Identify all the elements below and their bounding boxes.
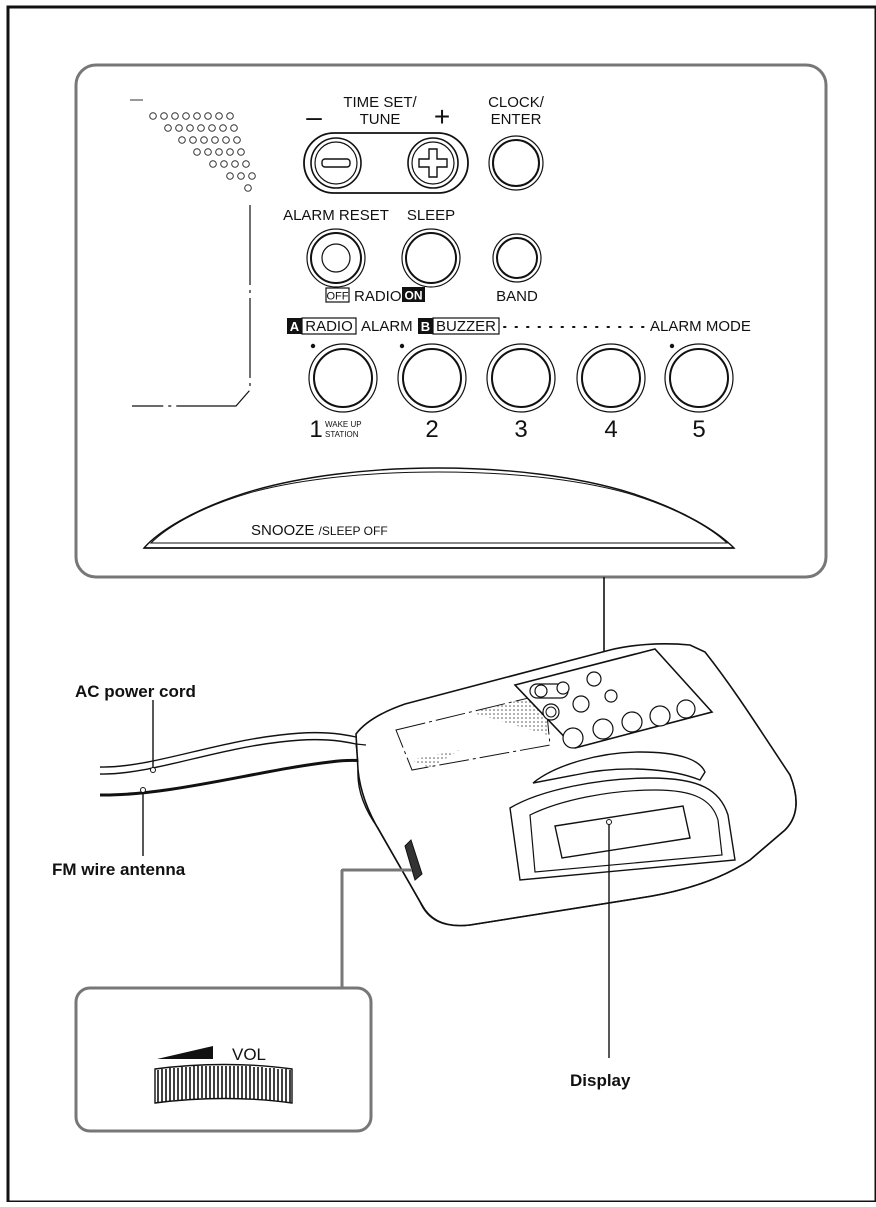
preset-number-5: 5 [692,416,705,443]
vol-label: VOL [232,1045,266,1064]
indicator-dot-1 [310,343,316,349]
plus-sign: + [434,101,450,132]
b-buzzer-box [432,317,500,335]
clock-radio-unit [99,643,797,927]
time-set-label: TIME SET/ [343,94,417,111]
alarm-mode-label: ALARM MODE [650,318,751,335]
fm-wire-antenna-label: FM wire antenna [52,860,186,879]
enter-label: ENTER [491,111,542,128]
a-radio-box [301,317,357,335]
b-badge-label: B [421,319,430,334]
station-label: STATION [325,430,359,439]
radio-mode-label: RADIO [354,288,402,305]
preset-number-3: 3 [514,416,527,443]
preset-button-2[interactable] [397,343,467,413]
display-window [554,805,691,859]
preset-number-2: 2 [425,416,438,443]
indicator-dot-2 [399,343,405,349]
off-badge-box [325,287,350,303]
unit-snooze-bar [532,751,706,784]
indicator-dot-5 [669,343,675,349]
control-panel-closeup: – TIME SET/ TUNE + CLOCK/ ENTER ALARM RE… [74,63,828,579]
a-radio-label: RADIO [305,318,353,335]
preset-number-1: 1 [309,416,322,443]
sleep-button[interactable] [401,228,461,288]
volume-dial[interactable] [154,1063,293,1104]
alarm-reset-label: ALARM RESET [283,207,389,224]
minus-sign: – [306,101,322,132]
tune-minus-button[interactable] [310,137,362,189]
sleep-label: SLEEP [407,207,455,224]
speaker-grille [130,99,256,192]
a-badge-label: A [290,319,300,334]
preset-number-4: 4 [604,416,617,443]
display-label: Display [570,1071,631,1090]
band-label: BAND [496,288,538,305]
volume-wedge-icon [157,1046,213,1059]
off-badge-label: OFF [327,291,349,303]
preset-button-5[interactable] [664,343,734,413]
volume-inset-connector [341,869,412,988]
clock-label: CLOCK/ [488,94,545,111]
fm-wire-antenna [99,758,365,797]
band-button[interactable] [492,233,542,283]
wake-up-label: WAKE UP [325,420,362,429]
on-badge-box [402,287,425,302]
b-badge-box [418,318,433,334]
preset-button-1[interactable] [308,343,378,413]
a-badge-box [287,318,302,334]
alarm-reset-button[interactable] [306,228,366,288]
tune-plus-button[interactable] [407,137,459,189]
b-buzzer-label: BUZZER [436,318,496,335]
on-badge-label: ON [405,289,423,303]
ac-power-cord-label: AC power cord [75,682,196,701]
preset-button-3[interactable] [486,343,556,413]
panel-edge-outline [132,205,251,407]
clock-enter-button[interactable] [488,135,544,191]
tune-label: TUNE [360,111,401,128]
volume-inset: VOL [74,986,373,1133]
preset-button-4[interactable] [576,343,646,413]
alarm-label: ALARM [361,318,413,335]
snooze-label: SNOOZE /SLEEP OFF [251,522,388,539]
snooze-bar[interactable] [142,467,736,549]
ac-power-cord [99,738,357,775]
